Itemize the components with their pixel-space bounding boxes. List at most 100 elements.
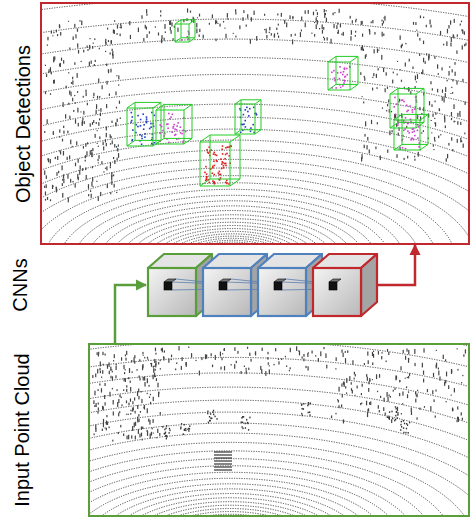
point <box>113 400 114 404</box>
point <box>262 348 263 351</box>
point <box>390 396 391 398</box>
point <box>141 433 142 437</box>
point <box>369 149 370 153</box>
point <box>90 123 91 127</box>
point <box>199 34 200 36</box>
point <box>317 20 318 24</box>
point <box>117 148 118 151</box>
point <box>128 377 129 379</box>
point <box>437 64 438 68</box>
point <box>126 435 127 439</box>
point <box>435 416 436 418</box>
point <box>169 21 170 25</box>
point <box>423 17 424 19</box>
point <box>324 9 325 12</box>
object-point <box>241 421 242 423</box>
point <box>147 408 148 413</box>
point <box>100 113 101 116</box>
object-point <box>301 404 302 406</box>
point <box>401 80 402 82</box>
point <box>113 360 114 361</box>
detected-point <box>159 132 161 134</box>
scan-line <box>86 201 377 243</box>
object-point <box>403 432 404 434</box>
point <box>465 349 466 353</box>
point <box>397 412 398 416</box>
detected-point <box>137 115 139 117</box>
point <box>445 93 446 98</box>
point <box>364 145 365 148</box>
point <box>415 22 416 25</box>
point <box>433 373 434 377</box>
point <box>371 21 372 23</box>
point <box>153 433 154 434</box>
point <box>154 373 155 377</box>
point <box>361 21 362 25</box>
kernel <box>329 282 337 290</box>
detected-point <box>174 134 176 136</box>
point <box>130 398 131 401</box>
point <box>379 410 380 412</box>
point <box>431 132 432 133</box>
point <box>451 118 452 120</box>
point <box>215 39 216 41</box>
point <box>97 159 98 161</box>
point <box>134 422 135 427</box>
point <box>419 107 420 110</box>
point <box>92 122 93 125</box>
point <box>395 375 396 380</box>
point <box>137 391 138 396</box>
detected-point <box>394 97 396 99</box>
detected-point <box>245 126 247 128</box>
object-point <box>249 417 250 419</box>
point <box>158 362 159 364</box>
object-point <box>189 428 190 430</box>
point <box>83 111 84 115</box>
point <box>381 55 382 60</box>
point <box>201 357 202 360</box>
object-point <box>389 418 390 420</box>
detected-point <box>346 68 348 70</box>
point <box>340 24 341 28</box>
point <box>118 75 119 79</box>
object-point <box>169 428 170 430</box>
point <box>386 110 387 111</box>
car-outline <box>214 469 232 470</box>
detected-point <box>132 116 134 118</box>
point <box>106 143 107 146</box>
detected-point <box>417 130 419 132</box>
point <box>68 72 69 73</box>
point <box>111 180 112 185</box>
point <box>254 11 255 15</box>
point <box>89 45 90 50</box>
cnn-layer <box>313 254 377 316</box>
point <box>98 407 99 410</box>
object-point <box>188 430 189 432</box>
point <box>441 67 442 70</box>
point <box>326 18 327 22</box>
point <box>417 117 418 118</box>
detection-box <box>127 102 135 108</box>
point <box>363 49 364 51</box>
point <box>102 406 103 410</box>
point <box>138 429 139 434</box>
detected-point <box>204 172 206 174</box>
point <box>44 186 45 188</box>
point <box>95 134 96 138</box>
point <box>363 101 364 103</box>
point <box>380 396 381 398</box>
point <box>87 49 88 51</box>
point <box>387 349 388 352</box>
object-point <box>396 411 397 413</box>
point <box>142 352 143 354</box>
point <box>324 13 325 18</box>
detected-point <box>211 172 213 174</box>
point <box>316 17 317 21</box>
point <box>63 126 64 128</box>
point <box>372 88 373 91</box>
point <box>454 388 455 392</box>
detected-point <box>131 112 133 114</box>
car-outline <box>214 451 232 452</box>
point <box>384 16 385 21</box>
point <box>382 107 383 108</box>
